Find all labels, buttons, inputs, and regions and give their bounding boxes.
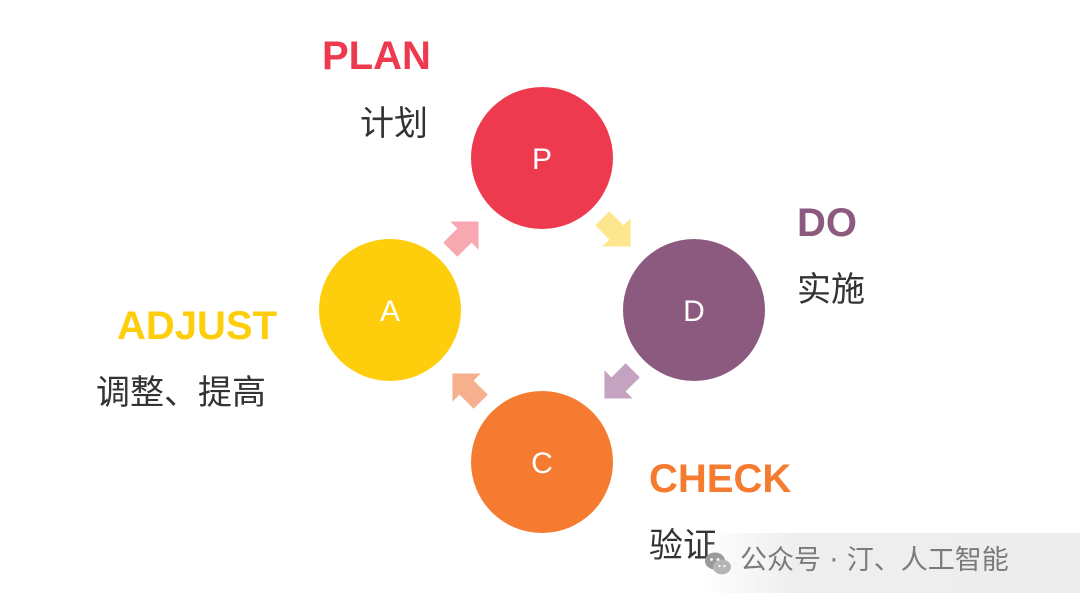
watermark-text: 公众号 · 汀、人工智能 xyxy=(740,545,1009,576)
circle-check-letter: C xyxy=(531,447,553,480)
circle-plan: P xyxy=(471,87,613,229)
do-subtitle: 实施 xyxy=(797,270,865,310)
plan-title: PLAN xyxy=(322,34,431,78)
adjust-subtitle: 调整、提高 xyxy=(96,373,266,413)
arrow-plan-to-do xyxy=(595,211,631,247)
check-title: CHECK xyxy=(649,457,792,501)
do-title: DO xyxy=(797,201,857,245)
arrow-adjust-to-plan xyxy=(443,221,479,257)
plan-subtitle: 计划 xyxy=(360,104,428,144)
watermark-backdrop xyxy=(700,533,1080,593)
circle-check: C xyxy=(471,391,613,533)
wechat-icon xyxy=(705,552,731,575)
circle-adjust-letter: A xyxy=(380,295,400,328)
adjust-title: ADJUST xyxy=(117,304,278,348)
circle-do: D xyxy=(623,239,765,381)
circle-plan-letter: P xyxy=(532,143,552,176)
arrow-do-to-check xyxy=(604,363,640,399)
circle-do-letter: D xyxy=(683,295,705,328)
circle-adjust: A xyxy=(319,239,461,381)
arrow-check-to-adjust xyxy=(452,373,488,409)
